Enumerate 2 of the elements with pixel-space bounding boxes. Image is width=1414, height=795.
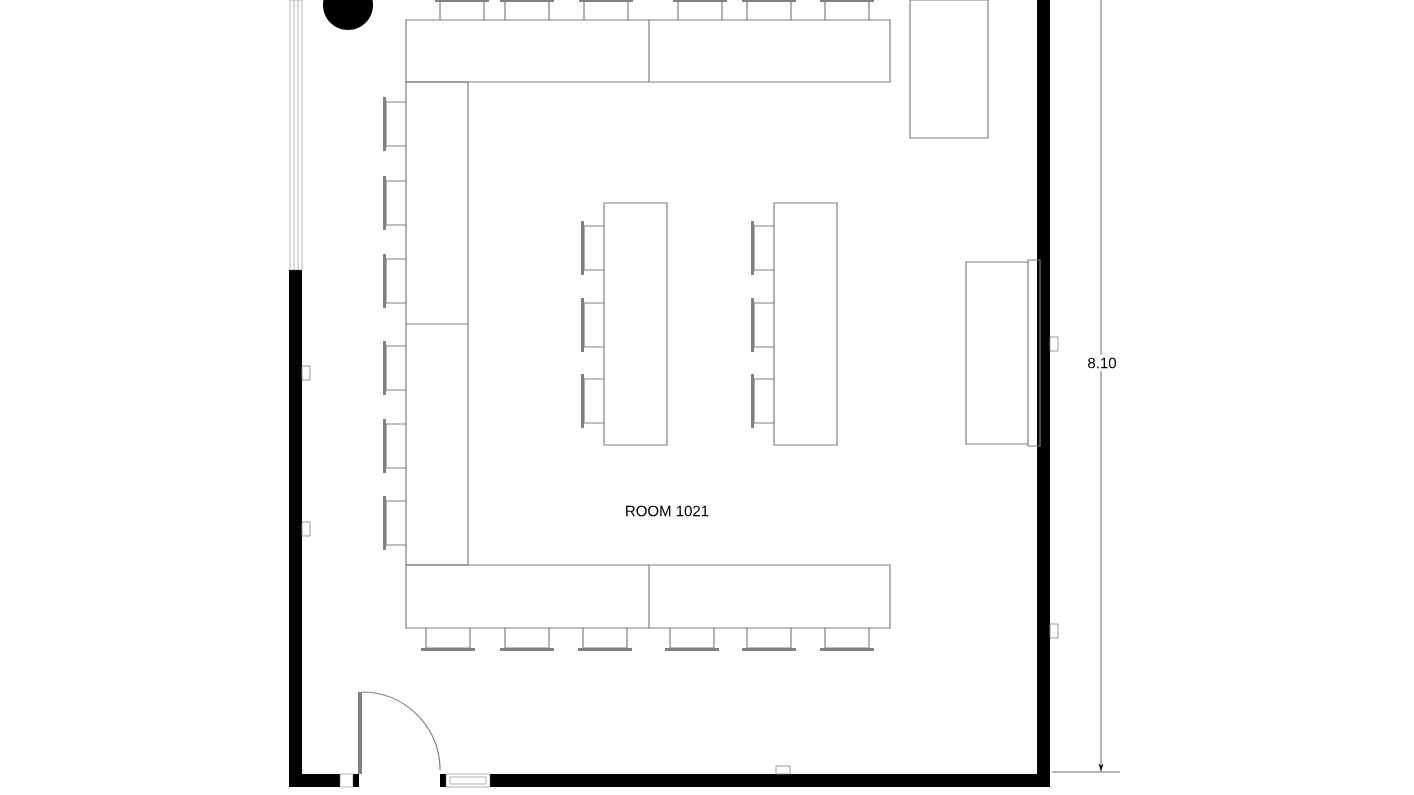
room-label: ROOM 1021 bbox=[626, 505, 709, 517]
dimension-label: 8.10 bbox=[1088, 357, 1116, 369]
